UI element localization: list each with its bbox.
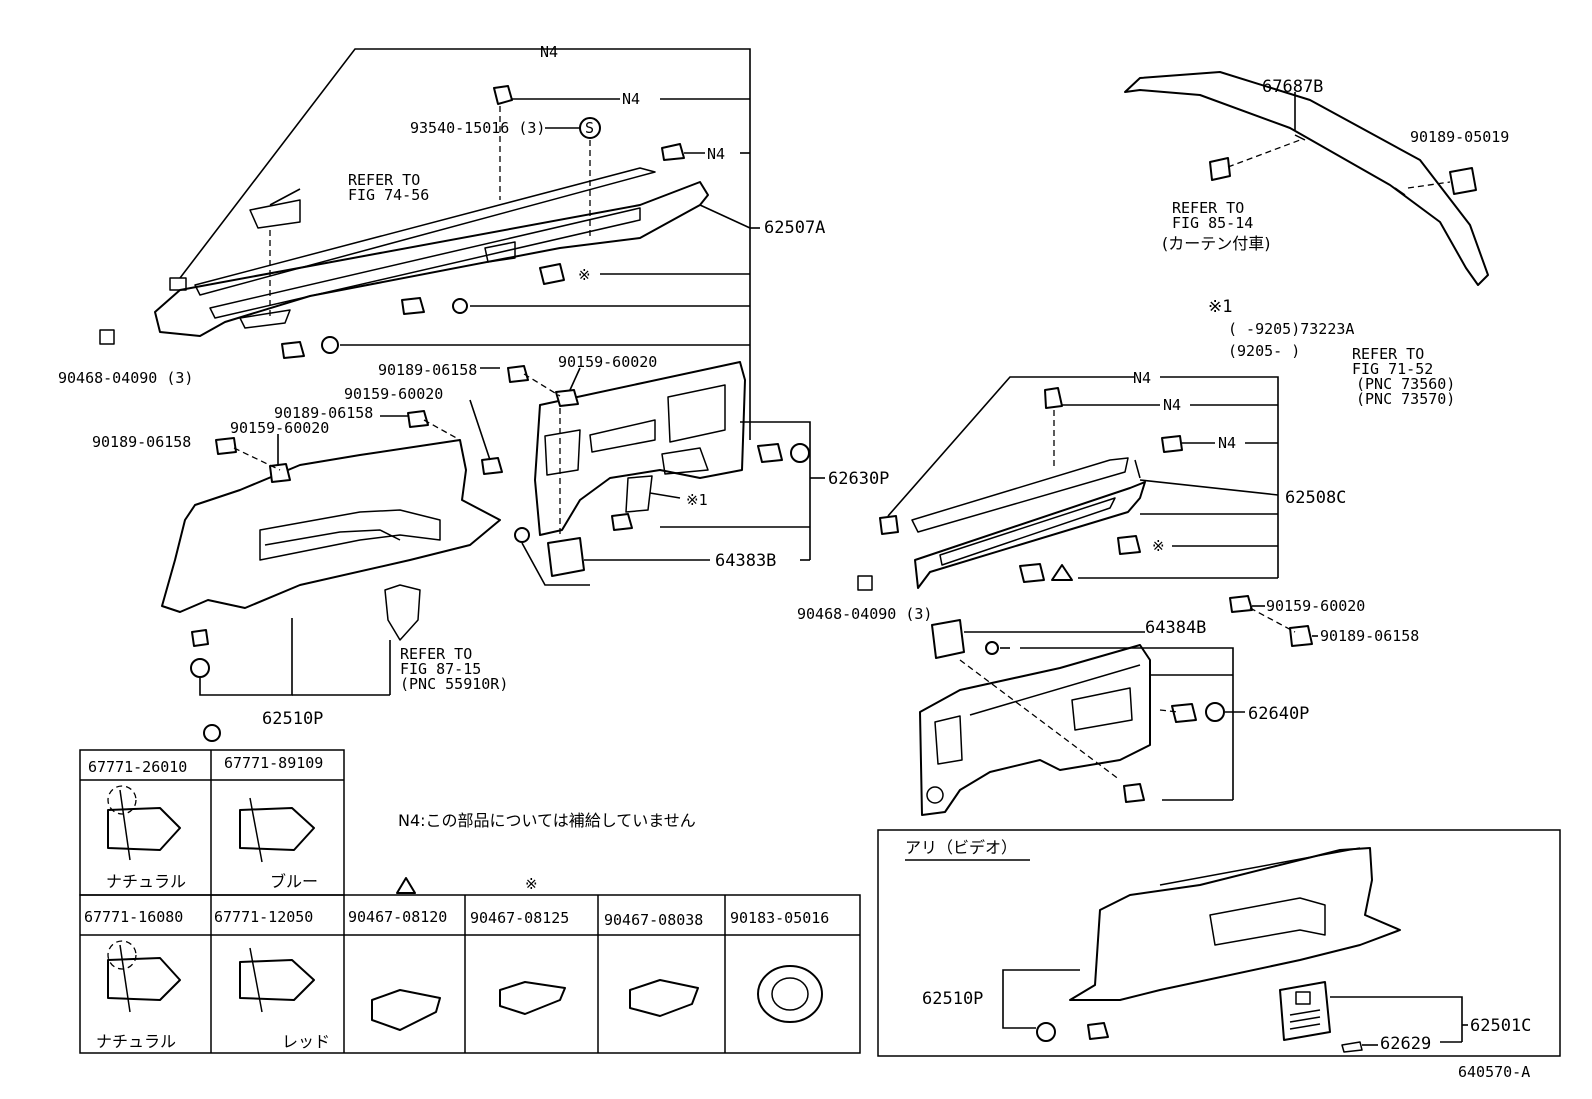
- refer-fig71-line4: (PNC 73570): [1356, 390, 1455, 408]
- legend-asterisk-marker: ※: [525, 875, 538, 893]
- callout-62630P: 62630P: [828, 469, 889, 489]
- callout-62510P: 62510P: [262, 709, 323, 729]
- legend-clip2-part: 67771-89109: [224, 754, 323, 772]
- asterisk-marker-1: ※: [578, 266, 591, 284]
- range-line-1: ( -9205)73223A: [1228, 320, 1354, 338]
- fasteners-center: [507, 365, 810, 531]
- legend-screw3-part: 90467-08038: [604, 911, 703, 929]
- callout-90189-06158-b: 90189-06158: [274, 404, 373, 422]
- figure-code: 640570-A: [1458, 1063, 1530, 1081]
- legend-clip3-part: 67771-16080: [84, 908, 183, 926]
- callout-n4-r2: N4: [1163, 396, 1181, 414]
- legend-table: [79, 724, 861, 1054]
- callout-93540-15016: 93540-15016 (3): [410, 119, 545, 137]
- n4-note: N4:この部品については補給していません: [398, 811, 696, 830]
- refer-fig74-line2: FIG 74-56: [348, 186, 429, 204]
- video-inset-title: アリ（ビデオ）: [905, 838, 1017, 857]
- range-line-2: (9205- ): [1228, 342, 1300, 360]
- leaders-top-left: [179, 48, 760, 440]
- refer-fig71-line1: REFER TO: [1352, 345, 1424, 363]
- leaders-right-middle: [887, 376, 1279, 579]
- refer-fig87-line2: FIG 87-15: [400, 660, 481, 678]
- refer-fig74-line1: REFER TO: [348, 171, 420, 189]
- callout-n4-c: N4: [707, 145, 725, 163]
- fasteners-left-middle: [190, 410, 503, 678]
- callout-64383B: 64383B: [715, 551, 776, 571]
- panel-62630P: [514, 361, 746, 577]
- callout-n4-top: N4: [540, 43, 558, 61]
- legend-grommet-part: 90183-05016: [730, 909, 829, 927]
- quarter-panel-62510P: [161, 439, 501, 641]
- callout-64384B: 64384B: [1145, 618, 1206, 638]
- callout-90189-06158-a: 90189-06158: [92, 433, 191, 451]
- refer-fig87-line3: (PNC 55910R): [400, 675, 508, 693]
- fasteners-right-middle: [857, 387, 1183, 591]
- legend-clip4-color: レッド: [282, 1032, 330, 1051]
- callout-90159-60020-b: 90159-60020: [344, 385, 443, 403]
- callout-90159-60020-c: 90159-60020: [558, 353, 657, 371]
- callout-90468-04090-right: 90468-04090 (3): [797, 605, 932, 623]
- callout-90189-06158-r: 90189-06158: [1320, 627, 1419, 645]
- leaders-left-middle: [199, 399, 491, 696]
- video-callout-62510P: 62510P: [922, 989, 983, 1009]
- note-1-marker-a: ※1: [686, 491, 708, 509]
- trim-62508C: [911, 457, 1146, 589]
- callout-n4-r1: N4: [1133, 369, 1151, 387]
- callout-n4-b: N4: [622, 90, 640, 108]
- callout-90189-06158-c: 90189-06158: [378, 361, 477, 379]
- callout-90159-60020-a: 90159-60020: [230, 419, 329, 437]
- roof-rail-67687B: [1124, 71, 1489, 286]
- upper-trim-62507A: [99, 167, 709, 345]
- video-callout-62501C: 62501C: [1470, 1016, 1531, 1036]
- fasteners-top-left: S: [281, 85, 685, 359]
- legend-clip1-part: 67771-26010: [88, 758, 187, 776]
- video-callout-62629: 62629: [1380, 1034, 1431, 1054]
- callout-62508C: 62508C: [1285, 488, 1346, 508]
- asterisk-marker-2: ※: [1152, 537, 1165, 555]
- fasteners-right-lower: [1123, 595, 1313, 803]
- legend-clip1-color: ナチュラル: [106, 872, 186, 891]
- panel-62640P: [919, 619, 1151, 816]
- legend-clip2-color: ブルー: [270, 872, 318, 891]
- callout-90159-60020-r: 90159-60020: [1266, 597, 1365, 615]
- video-inset: [877, 829, 1561, 1057]
- leaders-right-lower: [959, 605, 1318, 801]
- leaders-top-right: [1227, 92, 1451, 189]
- legend-screw1-part: 90467-08120: [348, 908, 447, 926]
- callout-62640P: 62640P: [1248, 704, 1309, 724]
- callout-62507A: 62507A: [764, 218, 825, 238]
- refer-fig71-line2: FIG 71-52: [1352, 360, 1433, 378]
- refer-fig85-line3: (カーテン付車): [1162, 234, 1271, 253]
- callout-n4-r3: N4: [1218, 434, 1236, 452]
- refer-fig71-line3: (PNC 73560): [1356, 375, 1455, 393]
- callout-90189-05019: 90189-05019: [1410, 128, 1509, 146]
- refer-fig87-line1: REFER TO: [400, 645, 472, 663]
- legend-clip3-color: ナチュラル: [96, 1032, 176, 1051]
- screw-s-symbol: S: [585, 119, 594, 137]
- leaders-center: [480, 367, 825, 586]
- legend-screw2-part: 90467-08125: [470, 909, 569, 927]
- refer-fig85-line1: REFER TO: [1172, 199, 1244, 217]
- note-1-marker-b: ※1: [1208, 297, 1232, 317]
- refer-fig85-line2: FIG 85-14: [1172, 214, 1253, 232]
- callout-67687B: 67687B: [1262, 77, 1323, 97]
- legend-clip4-part: 67771-12050: [214, 908, 313, 926]
- callout-90468-04090-left: 90468-04090 (3): [58, 369, 193, 387]
